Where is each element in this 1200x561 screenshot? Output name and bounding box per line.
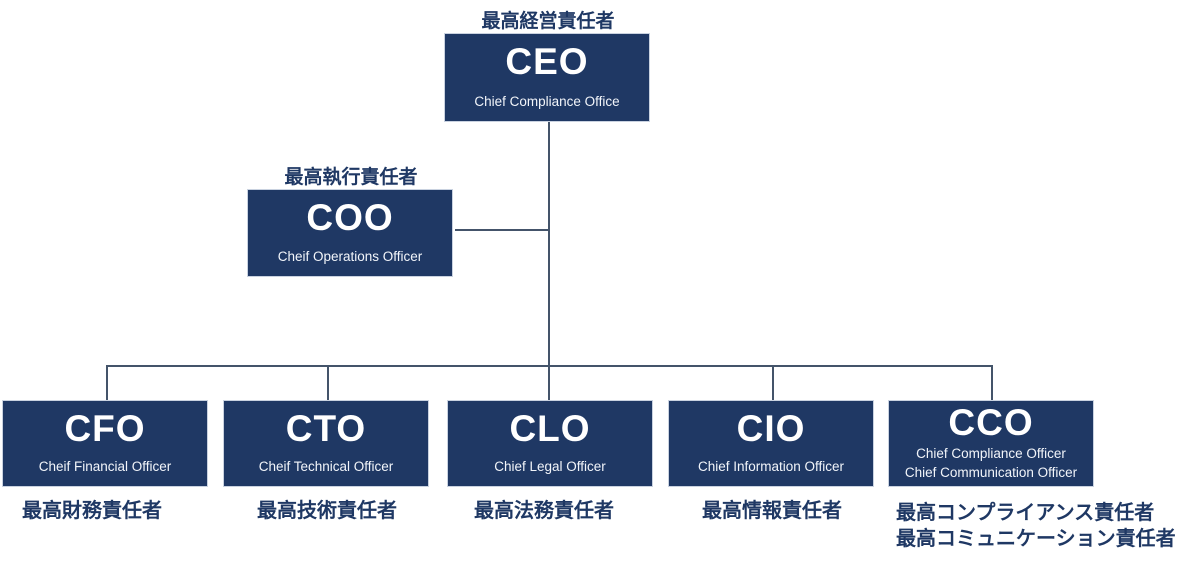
jp-title-clo: 最高法務責任者 bbox=[474, 500, 614, 522]
cio-acronym: CIO bbox=[736, 408, 806, 449]
org-node-cfo: CFO Cheif Financial Officer bbox=[2, 400, 208, 487]
cto-acronym: CTO bbox=[285, 408, 367, 449]
connector-trunk bbox=[106, 365, 993, 367]
ceo-acronym: CEO bbox=[505, 41, 589, 82]
connector-stub-cio bbox=[772, 365, 774, 400]
connector-stub-cco bbox=[991, 365, 993, 400]
jp-title-cco-line2: 最高コミュニケーション責任者 bbox=[896, 528, 1176, 550]
org-node-ceo: CEO Chief Compliance Office bbox=[444, 33, 650, 122]
org-node-cio: CIO Chief Information Officer bbox=[668, 400, 874, 487]
coo-acronym: COO bbox=[306, 197, 394, 238]
connector-stub-cfo bbox=[106, 365, 108, 400]
ceo-subtitle: Chief Compliance Office bbox=[474, 94, 620, 110]
connector-coo-branch bbox=[455, 229, 549, 231]
coo-subtitle: Cheif Operations Officer bbox=[277, 249, 423, 265]
org-node-clo: CLO Chief Legal Officer bbox=[447, 400, 653, 487]
jp-title-cio: 最高情報責任者 bbox=[702, 500, 842, 522]
clo-subtitle: Chief Legal Officer bbox=[494, 459, 606, 475]
jp-title-coo: 最高執行責任者 bbox=[284, 167, 418, 188]
org-node-cto: CTO Cheif Technical Officer bbox=[223, 400, 429, 487]
jp-title-cto: 最高技術責任者 bbox=[257, 500, 397, 522]
cfo-acronym: CFO bbox=[64, 408, 146, 449]
clo-acronym: CLO bbox=[509, 408, 591, 449]
cco-acronym: CCO bbox=[948, 402, 1034, 443]
cfo-subtitle: Cheif Financial Officer bbox=[38, 459, 172, 475]
org-node-coo: COO Cheif Operations Officer bbox=[247, 189, 453, 277]
cco-subtitle: Chief Compliance Officer Chief Communica… bbox=[905, 444, 1077, 483]
connector-stub-cto bbox=[327, 365, 329, 400]
connector-ceo-to-trunk bbox=[548, 122, 550, 400]
jp-title-ceo: 最高経営責任者 bbox=[481, 11, 615, 32]
cto-subtitle: Cheif Technical Officer bbox=[258, 459, 394, 475]
jp-title-cco-line1: 最高コンプライアンス責任者 bbox=[896, 502, 1155, 524]
jp-title-cfo: 最高財務責任者 bbox=[22, 500, 162, 522]
cio-subtitle: Chief Information Officer bbox=[697, 459, 845, 475]
cco-subtitle-line1: Chief Compliance Officer bbox=[916, 445, 1066, 461]
org-node-cco: CCO Chief Compliance Officer Chief Commu… bbox=[888, 400, 1094, 487]
cco-subtitle-line2: Chief Communication Officer bbox=[904, 465, 1078, 481]
